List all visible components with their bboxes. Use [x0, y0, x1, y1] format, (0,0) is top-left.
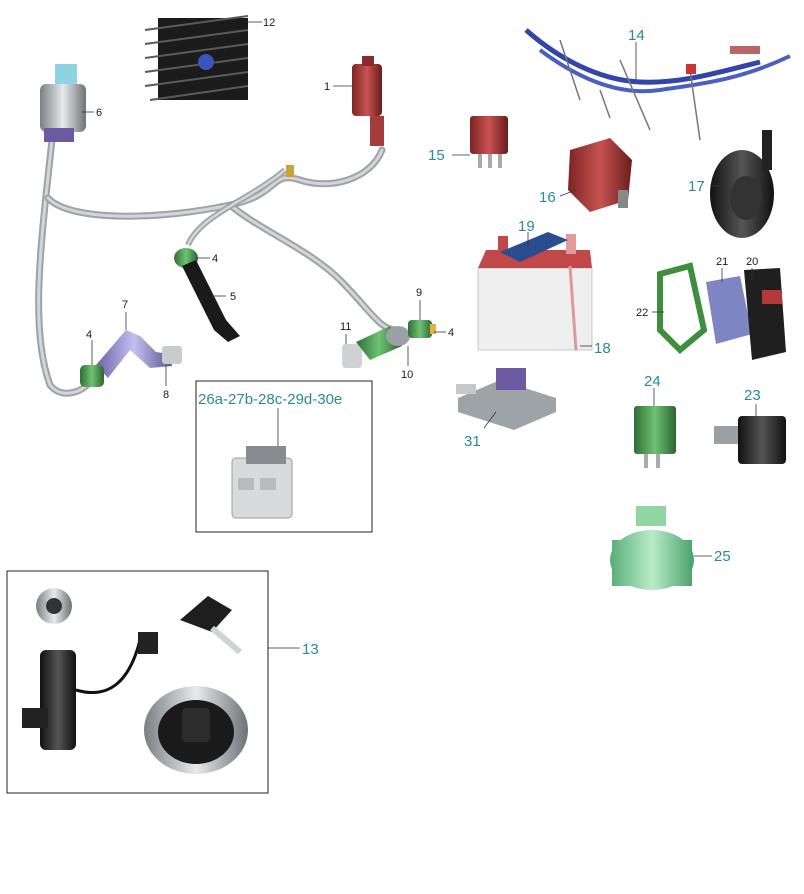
main-harness [35, 56, 436, 397]
harness-cable [46, 148, 384, 218]
harness-cable [186, 169, 286, 246]
part-1-connector [352, 56, 384, 146]
callout-4: 4 [212, 253, 218, 265]
callout-23: 23 [744, 387, 761, 404]
part-12-regulator [144, 15, 249, 101]
callout-18: 18 [594, 340, 611, 357]
callout-6: 6 [96, 107, 102, 119]
callout-14: 14 [628, 27, 645, 44]
part-17-horn [710, 130, 774, 238]
callout-13: 13 [302, 641, 319, 658]
callout-4: 4 [86, 329, 92, 341]
part-7-elbow-connector [96, 330, 182, 378]
part-25-ignition-switch [610, 506, 694, 590]
part-4-green-collar [80, 365, 104, 387]
callout-17: 17 [688, 178, 705, 195]
part-23-relay [714, 416, 786, 464]
part-5-boot [174, 248, 240, 342]
group-box-fuses [195, 380, 373, 533]
callout-8: 8 [163, 389, 169, 401]
callout-26-30-group: 26a-27b-28c-29d-30e [198, 391, 342, 408]
part-11-sensor [342, 320, 436, 368]
part-21-ecu [706, 276, 752, 344]
callout-20: 20 [746, 256, 758, 268]
fuse-block [231, 446, 293, 519]
part-6-sensor [40, 64, 86, 142]
part-24-relay [634, 406, 676, 468]
callout-15: 15 [428, 147, 445, 164]
part-16-fuse-box [568, 138, 632, 212]
group-box-lock-set [6, 570, 269, 794]
callout-12: 12 [263, 17, 275, 29]
callout-16: 16 [539, 189, 556, 206]
callout-19: 19 [518, 218, 535, 235]
callout-31: 31 [464, 433, 481, 450]
callout-4: 4 [448, 327, 454, 339]
callout-1: 1 [324, 81, 330, 93]
callout-22: 22 [636, 307, 648, 319]
callout-24: 24 [644, 373, 661, 390]
callout-5: 5 [230, 291, 236, 303]
lock-cylinder [36, 588, 72, 624]
leader-lines [82, 21, 757, 649]
fuel-cap [144, 686, 248, 774]
part-15-relay [470, 116, 508, 168]
harness-cable [228, 203, 398, 332]
part-19-battery-strap [500, 232, 568, 262]
part-20-bracket [744, 268, 786, 360]
callout-labels: 12 1 6 4 5 7 4 8 9 4 10 11 14 15 16 17 1… [86, 17, 761, 658]
harness-cable [37, 138, 94, 395]
part-18-battery [477, 234, 593, 351]
callout-9: 9 [416, 287, 422, 299]
callout-25: 25 [714, 548, 731, 565]
ignition-lock [22, 632, 158, 750]
callout-7: 7 [122, 299, 128, 311]
part-22-bracket [657, 262, 708, 355]
callout-10: 10 [401, 369, 413, 381]
part-14-wiring-harness [524, 28, 791, 141]
part-31-sensor [456, 368, 556, 430]
key [180, 596, 242, 655]
callout-11: 11 [340, 321, 351, 333]
cable-clip [286, 165, 294, 177]
callout-21: 21 [716, 256, 728, 268]
